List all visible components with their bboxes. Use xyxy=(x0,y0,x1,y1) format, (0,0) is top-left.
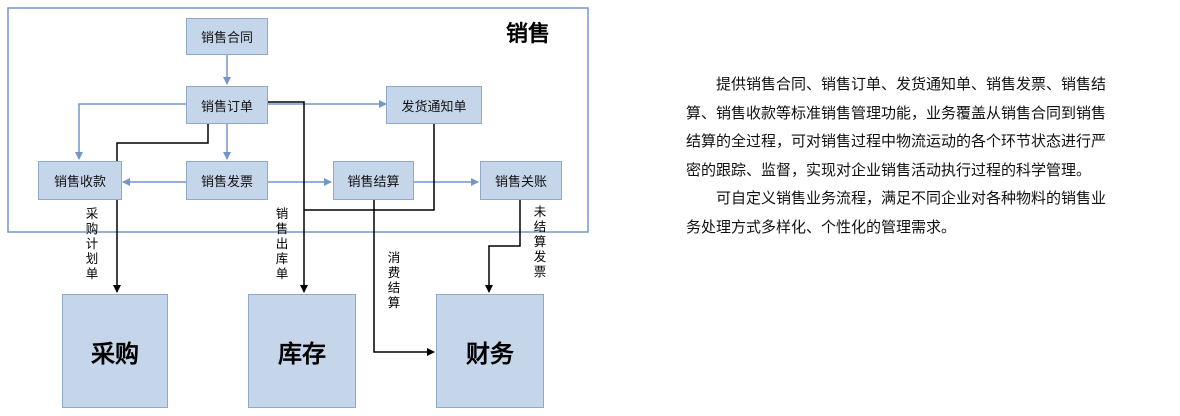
box-sales-invoice: 销售发票 xyxy=(186,161,268,200)
label-sales-outbound: 销售出库单 xyxy=(275,206,289,281)
box-sales-receipt: 销售收款 xyxy=(38,161,122,200)
box-sales-settlement: 销售结算 xyxy=(333,161,414,200)
arrow-delivery-to-inventory xyxy=(304,124,435,211)
arrow-closing-to-finance xyxy=(485,200,521,293)
box-sales-order: 销售订单 xyxy=(186,86,268,124)
module-inventory: 库存 xyxy=(248,294,356,408)
description-text: 提供销售合同、销售订单、发货通知单、销售发票、销售结算、销售收款等标准销售管理功… xyxy=(686,70,1106,242)
sales-region-title: 销售 xyxy=(506,22,551,47)
label-consume-settlement: 消费结算 xyxy=(387,250,401,310)
box-delivery-notice: 发货通知单 xyxy=(386,86,482,124)
module-purchase: 采购 xyxy=(62,294,168,408)
sales-region-frame xyxy=(7,7,589,233)
label-unsettled-invoice: 未结算发票 xyxy=(533,204,547,279)
arrow-order-to-purchase xyxy=(113,124,209,293)
box-sales-contract: 销售合同 xyxy=(186,18,268,55)
description-paragraph-2: 可自定义销售业务流程，满足不同企业对各种物料的销售业务处理方式多样化、个性化的管… xyxy=(686,189,1107,236)
label-purchase-plan: 采购计划单 xyxy=(85,206,99,281)
module-finance: 财务 xyxy=(436,294,544,408)
arrow-order-to-inventory xyxy=(268,101,308,293)
box-sales-closing: 销售关账 xyxy=(480,161,562,200)
arrow-settlement-to-finance xyxy=(373,200,435,356)
arrow-order-to-receipt xyxy=(75,103,186,160)
description-paragraph-1: 提供销售合同、销售订单、发货通知单、销售发票、销售结算、销售收款等标准销售管理功… xyxy=(686,75,1107,179)
